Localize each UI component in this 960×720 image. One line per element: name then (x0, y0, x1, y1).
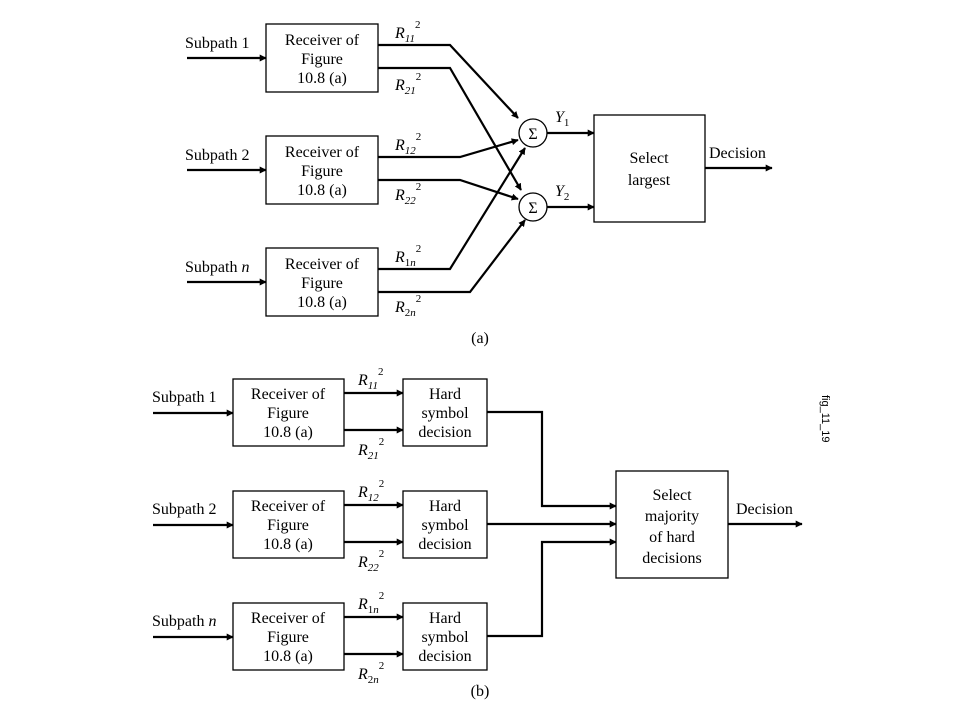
part-b: Subpath 1 Subpath 2 Subpath n Receiver o… (152, 366, 803, 700)
receiver-box-2-b: Receiver of Figure 10.8 (a) (232, 490, 345, 559)
wire-r22-to-sum2 (378, 178, 519, 201)
subpath-1-label-b: Subpath 1 (152, 389, 216, 406)
r12-label-a: R122 (394, 131, 421, 157)
summer-1: Σ (518, 118, 548, 148)
svg-text:Figure: Figure (267, 629, 309, 646)
r22-label-a: R222 (394, 181, 421, 207)
caption-b: (b) (471, 683, 490, 700)
svg-text:10.8 (a): 10.8 (a) (297, 294, 347, 311)
subpath-2-label-a: Subpath 2 (185, 147, 249, 164)
svg-text:Figure: Figure (267, 517, 309, 534)
part-a: Subpath 1 Subpath 2 Subpath n Receiver o… (185, 19, 773, 347)
wire-r2n-to-sum2 (378, 219, 526, 294)
r11-label-a: R112 (394, 19, 420, 45)
svg-text:Receiver of: Receiver of (285, 256, 360, 273)
svg-text:10.8 (a): 10.8 (a) (297, 182, 347, 199)
y1-label: Y1 (555, 109, 569, 129)
r2n-label-a: R2n2 (394, 293, 421, 319)
svg-text:Hard: Hard (429, 386, 461, 403)
svg-text:symbol: symbol (421, 405, 469, 422)
subpath-2-label-b: Subpath 2 (152, 501, 216, 518)
r12-label-b: R122 (357, 478, 384, 504)
select-majority-box: Select majority of hard decisions (615, 470, 729, 579)
svg-text:majority: majority (645, 508, 699, 525)
svg-text:Figure: Figure (267, 405, 309, 422)
svg-text:Hard: Hard (429, 610, 461, 627)
svg-text:decisions: decisions (642, 550, 702, 567)
svg-text:decision: decision (418, 648, 471, 665)
svg-text:Figure: Figure (301, 275, 343, 292)
svg-text:Hard: Hard (429, 498, 461, 515)
svg-text:Σ: Σ (528, 200, 537, 217)
svg-text:of hard: of hard (649, 529, 695, 546)
r11-label-b: R112 (357, 366, 383, 392)
receiver-box-1-b: Receiver of Figure 10.8 (a) (232, 378, 345, 447)
r22-label-b: R222 (357, 548, 384, 574)
svg-text:Receiver of: Receiver of (285, 32, 360, 49)
svg-text:Select: Select (629, 150, 669, 167)
r1n-label-a: R1n2 (394, 243, 421, 269)
svg-text:10.8 (a): 10.8 (a) (263, 424, 313, 441)
select-largest-box: Select largest (593, 114, 706, 223)
svg-text:10.8 (a): 10.8 (a) (263, 536, 313, 553)
hard-decision-box-n: Hard symbol decision (402, 602, 488, 671)
svg-text:Receiver of: Receiver of (251, 610, 326, 627)
caption-a: (a) (471, 330, 489, 347)
receiver-box-n-a: Receiver of Figure 10.8 (a) (265, 247, 379, 317)
svg-text:symbol: symbol (421, 517, 469, 534)
svg-text:Receiver of: Receiver of (285, 144, 360, 161)
decision-label-a: Decision (709, 145, 766, 162)
svg-text:Figure: Figure (301, 51, 343, 68)
svg-text:decision: decision (418, 424, 471, 441)
subpath-n-label-b: Subpath n (152, 613, 216, 630)
summer-2: Σ (518, 192, 548, 222)
figure-id-label: fig_11_19 (819, 395, 831, 443)
wire-r12-to-sum1 (378, 138, 519, 159)
wire-hardn-to-majority (487, 538, 617, 638)
decision-label-b: Decision (736, 501, 793, 518)
r21-label-a: R212 (394, 71, 421, 97)
svg-text:Select: Select (652, 487, 692, 504)
svg-text:Σ: Σ (528, 126, 537, 143)
r21-label-b: R212 (357, 436, 384, 462)
svg-text:10.8 (a): 10.8 (a) (263, 648, 313, 665)
svg-text:Figure: Figure (301, 163, 343, 180)
hard-decision-box-1: Hard symbol decision (402, 378, 488, 447)
subpath-1-label-a: Subpath 1 (185, 35, 249, 52)
receiver-box-2-a: Receiver of Figure 10.8 (a) (265, 135, 379, 205)
svg-text:10.8 (a): 10.8 (a) (297, 70, 347, 87)
wire-r11-to-sum1 (378, 43, 519, 119)
svg-text:largest: largest (628, 172, 671, 189)
y2-label: Y2 (555, 183, 569, 203)
svg-text:symbol: symbol (421, 629, 469, 646)
svg-text:Receiver of: Receiver of (251, 386, 326, 403)
hard-decision-box-2: Hard symbol decision (402, 490, 488, 559)
r1n-label-b: R1n2 (357, 590, 384, 616)
receiver-box-1-a: Receiver of Figure 10.8 (a) (265, 23, 379, 93)
wire-hard1-to-majority (487, 410, 617, 510)
svg-text:decision: decision (418, 536, 471, 553)
receiver-box-n-b: Receiver of Figure 10.8 (a) (232, 602, 345, 671)
wire-r1n-to-sum1 (378, 147, 526, 271)
subpath-n-label-a: Subpath n (185, 259, 249, 276)
svg-text:Receiver of: Receiver of (251, 498, 326, 515)
wire-r21-to-sum2 (378, 66, 522, 191)
r2n-label-b: R2n2 (357, 660, 384, 686)
